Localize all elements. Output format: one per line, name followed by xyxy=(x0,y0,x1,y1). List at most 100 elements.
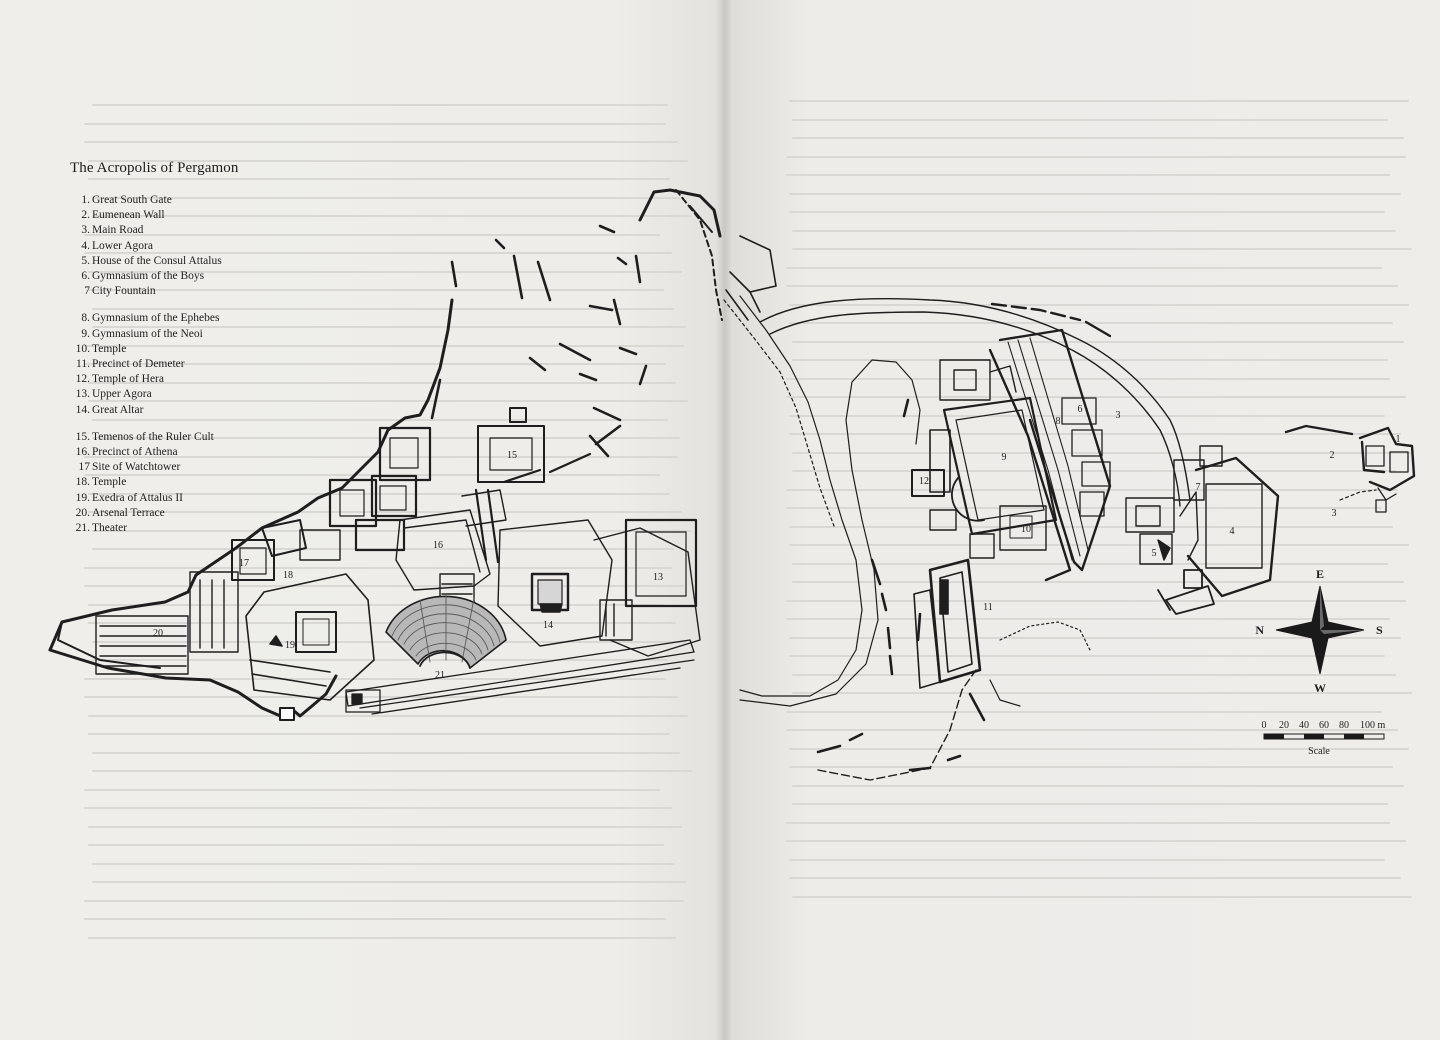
legend-item: 1.Great South Gate xyxy=(70,193,330,208)
legend-item: 5.House of the Consul Attalus xyxy=(70,254,330,269)
legend-item: 21.Theater xyxy=(70,521,330,536)
legend-item-name: Site of Watchtower xyxy=(92,461,181,474)
legend-item: 14.Great Altar xyxy=(70,403,330,418)
plan-label: 19 xyxy=(285,640,295,651)
legend-item: 10.Temple xyxy=(70,342,330,357)
legend-item: 12.Temple of Hera xyxy=(70,372,330,387)
scale-tick-label: 20 xyxy=(1279,720,1289,731)
legend-item-name: Temenos of the Ruler Cult xyxy=(92,430,214,443)
legend-item-number: 4. xyxy=(81,239,90,252)
plan-label: 8 xyxy=(1056,416,1061,427)
legend-item-number: 21. xyxy=(75,522,90,535)
plan-label: 7 xyxy=(1196,482,1201,493)
legend-item: 15.Temenos of the Ruler Cult xyxy=(70,430,330,445)
legend-item-name: Great Altar xyxy=(92,403,144,416)
plan-label: 5 xyxy=(1152,548,1157,559)
plan-label: 18 xyxy=(283,570,293,581)
plan-label: 4 xyxy=(1230,526,1235,537)
legend-item: 3.Main Road xyxy=(70,223,330,238)
plan-label: 11 xyxy=(983,602,993,613)
legend-item-name: Exedra of Attalus II xyxy=(92,491,184,504)
legend-item-name: House of the Consul Attalus xyxy=(92,254,222,267)
legend-item-number: 12. xyxy=(75,373,90,386)
legend-item-number: 9. xyxy=(81,327,90,340)
legend-item-number: 17 xyxy=(78,461,91,474)
legend-item-number: 10. xyxy=(75,342,90,355)
plan-label: 10 xyxy=(1021,524,1031,535)
legend-item-name: City Fountain xyxy=(92,285,156,298)
legend-item-name: Precinct of Demeter xyxy=(92,358,185,371)
legend-item-number: 7 xyxy=(84,285,90,298)
map-legend: The Acropolis of Pergamon 1.Great South … xyxy=(70,160,330,536)
legend-item-number: 5. xyxy=(81,254,90,267)
map-title: The Acropolis of Pergamon xyxy=(70,160,239,176)
legend-item-name: Great South Gate xyxy=(92,194,172,206)
legend-item-number: 18. xyxy=(75,476,90,489)
legend-item-name: Gymnasium of the Boys xyxy=(92,270,205,283)
legend-item-number: 1. xyxy=(81,194,90,206)
legend-item: 19.Exedra of Attalus II xyxy=(70,491,330,506)
legend-item: 20.Arsenal Terrace xyxy=(70,506,330,521)
legend-item-number: 19. xyxy=(75,491,90,504)
legend-item: 13.Upper Agora xyxy=(70,387,330,402)
legend-item-name: Temple xyxy=(92,342,127,355)
legend-item-number: 6. xyxy=(81,270,90,283)
legend-item-number: 15. xyxy=(75,430,90,443)
legend-item: 8.Gymnasium of the Ephebes xyxy=(70,311,330,326)
scale-tick-label: 0 xyxy=(1262,720,1267,731)
scale-label: Scale xyxy=(1308,746,1330,757)
legend-item-name: Gymnasium of the Ephebes xyxy=(92,312,220,325)
legend-item-number: 20. xyxy=(75,506,90,519)
right-page xyxy=(724,0,1440,1040)
plan-label: 3 xyxy=(1116,410,1121,421)
legend-item: 9.Gymnasium of the Neoi xyxy=(70,327,330,342)
compass-west-label: W xyxy=(1314,681,1326,695)
legend-item-name: Temple xyxy=(92,476,127,489)
theater xyxy=(385,593,507,669)
scale-tick-label: 80 xyxy=(1339,720,1349,731)
legend-item-number: 3. xyxy=(81,224,90,237)
book-gutter xyxy=(716,0,732,1040)
legend-item-name: Arsenal Terrace xyxy=(92,506,165,519)
legend-item: 2.Eumenean Wall xyxy=(70,208,330,223)
legend-item: 11.Precinct of Demeter xyxy=(70,357,330,372)
scale-tick-label: 100 m xyxy=(1360,720,1386,731)
plan-label: 14 xyxy=(543,620,553,631)
legend-item: 18.Temple xyxy=(70,475,330,490)
legend-item-number: 2. xyxy=(81,209,90,222)
scale-bar: 0 20 40 60 80 100 m Scale xyxy=(1262,720,1386,757)
plan-label: 12 xyxy=(919,476,929,487)
plan-label: 13 xyxy=(653,572,663,583)
legend-item: 6.Gymnasium of the Boys xyxy=(70,269,330,284)
plan-label: 21 xyxy=(435,670,445,681)
legend-item-name: Eumenean Wall xyxy=(92,209,165,222)
plan-label: 16 xyxy=(433,540,443,551)
legend-item: 4.Lower Agora xyxy=(70,239,330,254)
legend-item-number: 13. xyxy=(75,388,90,401)
legend-item-name: Precinct of Athena xyxy=(92,446,178,459)
compass-north-label: N xyxy=(1255,623,1264,637)
plan-label: 20 xyxy=(153,628,163,639)
plan-label: 17 xyxy=(239,558,249,569)
plan-label: 9 xyxy=(1002,452,1007,463)
legend-item-number: 8. xyxy=(81,312,90,325)
legend-item: 16.Precinct of Athena xyxy=(70,445,330,460)
scale-tick-label: 60 xyxy=(1319,720,1329,731)
legend-item-number: 11. xyxy=(76,358,90,371)
legend-item-number: 16. xyxy=(75,446,90,459)
plan-label: 6 xyxy=(1078,404,1083,415)
compass-south-label: S xyxy=(1376,623,1383,637)
legend-item-name: Gymnasium of the Neoi xyxy=(92,327,203,340)
plan-label: 2 xyxy=(1330,450,1335,461)
scale-tick-label: 40 xyxy=(1299,720,1309,731)
plan-label: 3 xyxy=(1332,508,1337,519)
legend-item-name: Temple of Hera xyxy=(92,373,164,386)
legend-item-number: 14. xyxy=(75,403,90,416)
plan-label: 15 xyxy=(507,450,517,461)
legend-item-name: Theater xyxy=(92,522,128,535)
legend-item-name: Lower Agora xyxy=(92,239,153,252)
legend-item-name: Upper Agora xyxy=(92,388,152,401)
